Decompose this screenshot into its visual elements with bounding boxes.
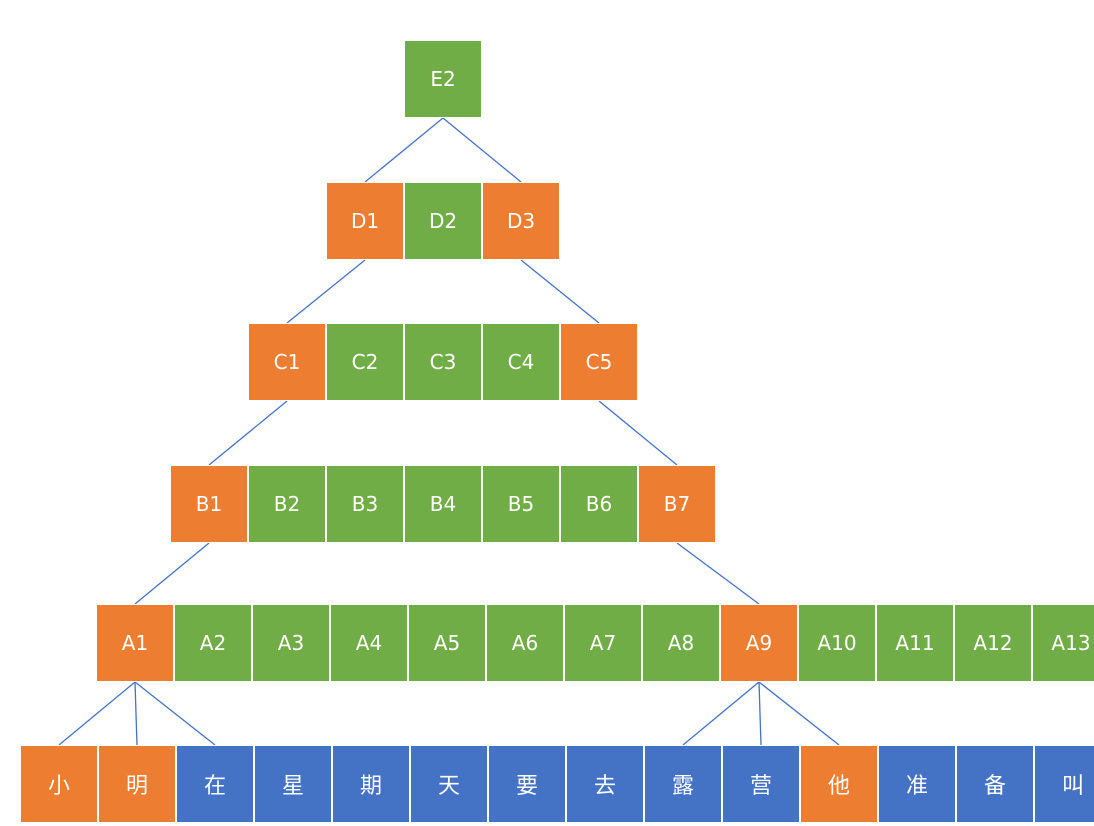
connector-line-9 bbox=[58, 681, 136, 746]
connector-line-1 bbox=[364, 117, 444, 183]
token-cell-6: 天 bbox=[410, 745, 488, 823]
connector-line-14 bbox=[758, 681, 840, 746]
node-cell-5: C5 bbox=[560, 323, 638, 401]
node-cell-2: A2 bbox=[174, 604, 252, 682]
node-cell-13: A13 bbox=[1032, 604, 1094, 682]
connector-line-5 bbox=[208, 400, 288, 466]
token-cell-11: 他 bbox=[800, 745, 878, 823]
node-cell-10: A10 bbox=[798, 604, 876, 682]
node-cell-4: C4 bbox=[482, 323, 560, 401]
node-cell-1: C1 bbox=[248, 323, 326, 401]
connector-line-13 bbox=[758, 681, 762, 746]
node-cell-5: A5 bbox=[408, 604, 486, 682]
token-cell-1: 小 bbox=[20, 745, 98, 823]
node-cell-1: E2 bbox=[404, 40, 482, 118]
node-cell-1: A1 bbox=[96, 604, 174, 682]
connector-line-2 bbox=[442, 117, 522, 183]
node-cell-2: D2 bbox=[404, 182, 482, 260]
token-cell-14: 叫 bbox=[1034, 745, 1094, 823]
node-cell-2: C2 bbox=[326, 323, 404, 401]
token-cell-4: 星 bbox=[254, 745, 332, 823]
node-cell-7: A7 bbox=[564, 604, 642, 682]
connector-line-10 bbox=[134, 681, 138, 746]
node-cell-9: A9 bbox=[720, 604, 798, 682]
node-cell-6: A6 bbox=[486, 604, 564, 682]
node-cell-4: B4 bbox=[404, 465, 482, 543]
node-cell-1: B1 bbox=[170, 465, 248, 543]
token-cell-7: 要 bbox=[488, 745, 566, 823]
token-cell-2: 明 bbox=[98, 745, 176, 823]
node-cell-12: A12 bbox=[954, 604, 1032, 682]
connector-line-4 bbox=[520, 259, 600, 324]
token-cell-10: 营 bbox=[722, 745, 800, 823]
token-cell-12: 准 bbox=[878, 745, 956, 823]
connector-line-3 bbox=[286, 259, 366, 324]
connector-line-12 bbox=[682, 681, 760, 746]
node-cell-3: A3 bbox=[252, 604, 330, 682]
node-cell-5: B5 bbox=[482, 465, 560, 543]
token-cell-9: 露 bbox=[644, 745, 722, 823]
node-cell-2: B2 bbox=[248, 465, 326, 543]
node-cell-7: B7 bbox=[638, 465, 716, 543]
connector-line-8 bbox=[676, 542, 760, 605]
node-cell-11: A11 bbox=[876, 604, 954, 682]
token-cell-8: 去 bbox=[566, 745, 644, 823]
node-cell-3: C3 bbox=[404, 323, 482, 401]
token-cell-13: 备 bbox=[956, 745, 1034, 823]
connector-line-7 bbox=[134, 542, 210, 605]
node-cell-8: A8 bbox=[642, 604, 720, 682]
connector-line-6 bbox=[598, 400, 678, 466]
node-cell-4: A4 bbox=[330, 604, 408, 682]
node-cell-1: D1 bbox=[326, 182, 404, 260]
connector-line-11 bbox=[134, 681, 216, 746]
node-cell-3: B3 bbox=[326, 465, 404, 543]
token-cell-3: 在 bbox=[176, 745, 254, 823]
token-cell-5: 期 bbox=[332, 745, 410, 823]
node-cell-6: B6 bbox=[560, 465, 638, 543]
node-cell-3: D3 bbox=[482, 182, 560, 260]
